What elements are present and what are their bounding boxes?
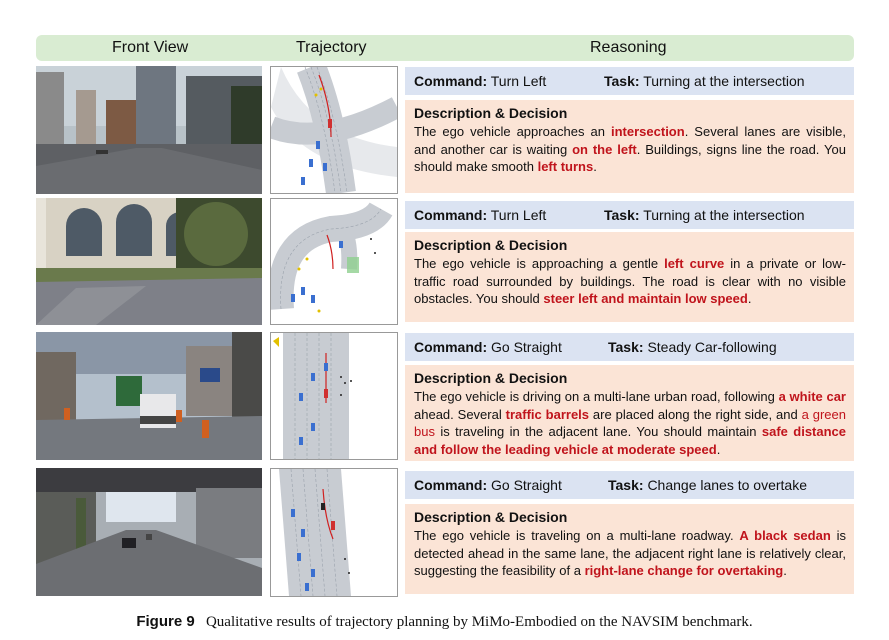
description-body: The ego vehicle approaches an intersecti…: [414, 123, 846, 176]
description-box-2: Description & Decision The ego vehicle i…: [405, 232, 854, 322]
command-row-3: Command: Go Straight Task: Steady Car-fo…: [405, 333, 854, 361]
figure-caption: Figure 9 Qualitative results of trajecto…: [0, 613, 889, 631]
trajectory-plot-2: [270, 198, 398, 325]
column-header-bar: Front View Trajectory Reasoning: [36, 35, 854, 61]
trajectory-plot-1: [270, 66, 398, 194]
front-view-image-2: [36, 198, 262, 325]
task-value: Turning at the intersection: [643, 73, 805, 89]
description-box-4: Description & Decision The ego vehicle i…: [405, 504, 854, 594]
caption-text: Qualitative results of trajectory planni…: [205, 614, 753, 630]
header-reasoning: Reasoning: [590, 39, 667, 56]
description-body: The ego vehicle is driving on a multi-la…: [414, 388, 846, 458]
front-view-image-1: [36, 66, 262, 194]
task-text-4: Task: Change lanes to overtake: [608, 477, 807, 493]
description-text: is detected ahead in the same lane, the …: [414, 528, 846, 578]
description-heading: Description & Decision: [414, 509, 568, 525]
header-trajectory: Trajectory: [296, 39, 367, 56]
command-value: Go Straight: [491, 477, 562, 493]
description-text: ahead. Several: [414, 406, 506, 422]
command-text-4: Command: Go Straight: [414, 477, 562, 493]
description-text: The ego vehicle is traveling on a multi-…: [414, 528, 740, 543]
highlighted-phrase: on the left: [572, 141, 637, 157]
highlighted-phrase: a green bus: [414, 406, 847, 440]
description-heading: Description & Decision: [414, 370, 568, 386]
task-label: Task:: [604, 207, 640, 223]
command-label: Command:: [414, 207, 488, 223]
task-label: Task:: [604, 73, 640, 89]
description-text: The ego vehicle approaches an: [414, 124, 611, 139]
task-text-3: Task: Steady Car-following: [608, 339, 777, 355]
description-heading: Description & Decision: [414, 105, 568, 121]
task-value: Turning at the intersection: [643, 207, 805, 223]
command-value: Turn Left: [490, 207, 547, 223]
description-text: are placed along the right side, and: [589, 406, 802, 422]
command-label: Command:: [414, 339, 488, 355]
command-value: Turn Left: [490, 73, 547, 89]
command-label: Command:: [414, 73, 488, 89]
highlighted-phrase: A black sedan: [739, 528, 831, 543]
trajectory-plot-4: [270, 468, 398, 597]
task-text-1: Task: Turning at the intersection: [604, 73, 805, 89]
command-text-1: Command: Turn Left: [414, 73, 546, 89]
highlighted-phrase: a white car: [778, 389, 846, 404]
front-view-image-4: [36, 468, 262, 596]
task-text-2: Task: Turning at the intersection: [604, 207, 805, 223]
description-text: The ego vehicle is driving on a multi-la…: [414, 389, 779, 404]
description-text: .: [593, 159, 597, 174]
header-front-view: Front View: [112, 39, 189, 56]
description-body: The ego vehicle is approaching a gentle …: [414, 255, 846, 308]
description-text: is traveling in the adjacent lane. You s…: [434, 424, 762, 439]
task-label: Task:: [608, 477, 644, 493]
command-text-2: Command: Turn Left: [414, 207, 546, 223]
description-text: .: [747, 291, 752, 306]
command-row-2: Command: Turn Left Task: Turning at the …: [405, 201, 854, 229]
front-view-image-3: [36, 332, 262, 460]
command-row-4: Command: Go Straight Task: Change lanes …: [405, 471, 854, 499]
description-text: . Several lanes are visible, and another…: [414, 124, 847, 157]
description-body: The ego vehicle is traveling on a multi-…: [414, 527, 846, 580]
highlighted-phrase: intersection: [611, 124, 685, 139]
description-text: . Buildings, signs line the road. You sh…: [414, 141, 846, 175]
description-text: in a private or low-traffic road surroun…: [414, 256, 846, 306]
command-value: Go Straight: [491, 339, 562, 355]
description-text: .: [716, 441, 721, 457]
description-box-3: Description & Decision The ego vehicle i…: [405, 365, 854, 461]
description-text: The ego vehicle is approaching a gentle: [414, 256, 665, 271]
command-row-1: Command: Turn Left Task: Turning at the …: [405, 67, 854, 95]
highlighted-phrase: safe distance and follow the leading veh…: [414, 424, 847, 457]
description-box-1: Description & Decision The ego vehicle a…: [405, 100, 854, 193]
highlighted-phrase: traffic barrels: [505, 406, 590, 422]
trajectory-plot-3: [270, 332, 398, 460]
highlighted-phrase: right-lane change for overtaking: [584, 563, 784, 578]
highlighted-phrase: left turns: [537, 159, 594, 174]
figure-label: Figure 9: [136, 613, 195, 630]
highlighted-phrase: steer left and maintain low speed: [543, 291, 748, 306]
task-label: Task:: [608, 339, 644, 355]
description-text: .: [783, 563, 787, 578]
task-value: Change lanes to overtake: [647, 477, 807, 493]
task-value: Steady Car-following: [647, 339, 777, 355]
description-heading: Description & Decision: [414, 237, 568, 253]
command-label: Command:: [414, 477, 488, 493]
highlighted-phrase: left curve: [664, 256, 725, 271]
command-text-3: Command: Go Straight: [414, 339, 562, 355]
